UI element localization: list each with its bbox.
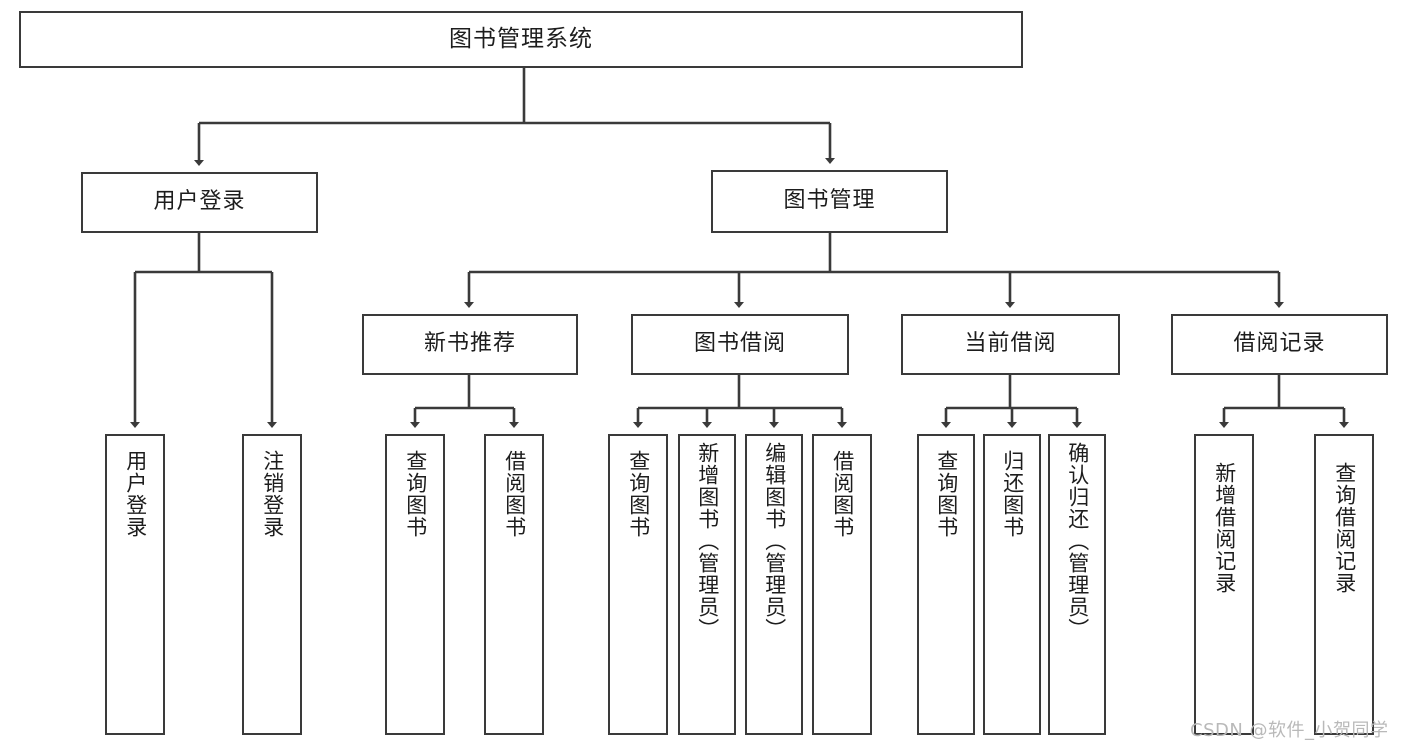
node-borrow-record[interactable]: 借阅记录 — [1171, 314, 1388, 375]
node-leaf-borrow-book-1-label: 借阅图书 — [502, 450, 527, 538]
node-book-manage[interactable]: 图书管理 — [711, 170, 948, 233]
node-user-login[interactable]: 用户登录 — [81, 172, 318, 233]
node-leaf-user-logout-label: 注销登录 — [260, 450, 285, 538]
node-leaf-borrow-book-1[interactable]: 借阅图书 — [484, 434, 544, 735]
node-leaf-confirm-return[interactable]: 确认归还（管理员） — [1048, 434, 1106, 735]
node-leaf-return-book[interactable]: 归还图书 — [983, 434, 1041, 735]
node-leaf-user-login[interactable]: 用户登录 — [105, 434, 165, 735]
node-leaf-query-book-1[interactable]: 查询图书 — [385, 434, 445, 735]
node-leaf-confirm-return-label: 确认归还（管理员） — [1065, 442, 1090, 640]
node-leaf-query-book-3-label: 查询图书 — [934, 450, 959, 538]
node-leaf-query-book-2[interactable]: 查询图书 — [608, 434, 668, 735]
node-root-label: 图书管理系统 — [449, 25, 593, 52]
node-root[interactable]: 图书管理系统 — [19, 11, 1023, 68]
node-current-borrow[interactable]: 当前借阅 — [901, 314, 1120, 375]
node-user-login-label: 用户登录 — [153, 189, 246, 215]
node-leaf-add-record-label: 新增借阅记录 — [1212, 462, 1237, 594]
node-book-borrow[interactable]: 图书借阅 — [631, 314, 849, 375]
node-leaf-borrow-book-2[interactable]: 借阅图书 — [812, 434, 872, 735]
node-leaf-query-book-1-label: 查询图书 — [403, 450, 428, 538]
node-new-book-rec-label: 新书推荐 — [423, 331, 516, 357]
node-leaf-query-book-3[interactable]: 查询图书 — [917, 434, 975, 735]
node-current-borrow-label: 当前借阅 — [964, 331, 1057, 357]
node-leaf-user-login-label: 用户登录 — [123, 450, 148, 538]
node-leaf-return-book-label: 归还图书 — [1000, 450, 1025, 538]
node-borrow-record-label: 借阅记录 — [1233, 331, 1326, 357]
node-leaf-add-record[interactable]: 新增借阅记录 — [1194, 434, 1254, 735]
node-leaf-query-record[interactable]: 查询借阅记录 — [1314, 434, 1374, 735]
node-leaf-query-book-2-label: 查询图书 — [626, 450, 651, 538]
node-new-book-rec[interactable]: 新书推荐 — [362, 314, 578, 375]
node-leaf-query-record-label: 查询借阅记录 — [1332, 462, 1357, 594]
node-leaf-borrow-book-2-label: 借阅图书 — [830, 450, 855, 538]
node-leaf-user-logout[interactable]: 注销登录 — [242, 434, 302, 735]
node-book-borrow-label: 图书借阅 — [693, 331, 786, 357]
node-leaf-edit-book-label: 编辑图书（管理员） — [762, 442, 787, 640]
node-leaf-edit-book[interactable]: 编辑图书（管理员） — [745, 434, 803, 735]
node-book-manage-label: 图书管理 — [783, 188, 876, 214]
node-leaf-add-book-label: 新增图书（管理员） — [695, 442, 720, 640]
node-leaf-add-book[interactable]: 新增图书（管理员） — [678, 434, 736, 735]
